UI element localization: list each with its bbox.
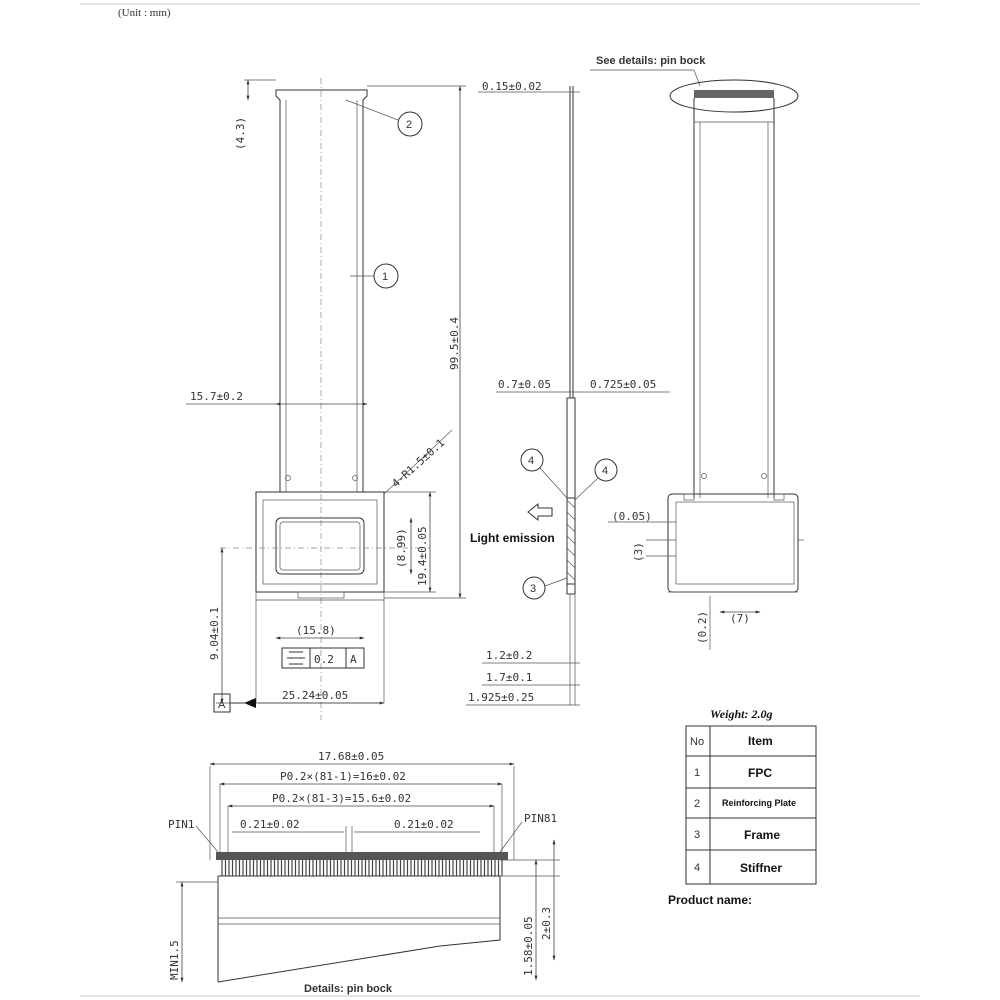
- table-row-no: 1: [694, 767, 700, 779]
- dim-side-left: 0.7±0.05: [498, 378, 551, 391]
- side-view: 0.15±0.02 0.7±0.05 0.725±0.05 4 4 3 Ligh…: [466, 80, 670, 706]
- light-emission-label: Light emission: [470, 531, 555, 545]
- dim-frame-w: 25.24±0.05: [282, 689, 348, 702]
- svg-text:1: 1: [382, 271, 388, 283]
- table-row-no: 4: [694, 862, 700, 874]
- dim-back-7: (7): [730, 612, 750, 625]
- dim-pad-right: 0.21±0.02: [394, 818, 454, 831]
- pin81-label: PIN81: [524, 812, 557, 825]
- dim-pitch-inner: P0.2×(81-3)=15.6±0.02: [272, 792, 411, 805]
- balloon-1: [373, 263, 399, 289]
- dim-side-a: 1.2±0.2: [486, 649, 532, 662]
- dim-min: MIN1.5: [168, 940, 181, 980]
- balloon-4a: [520, 448, 544, 472]
- table-row-item: FPC: [748, 766, 772, 780]
- dim-side-c: 1.925±0.25: [468, 691, 534, 704]
- table-header-no: No: [690, 736, 704, 748]
- dim-side-right: 0.725±0.05: [590, 378, 656, 391]
- unit-label: (Unit : mm): [118, 7, 171, 19]
- flatness-value: 0.2: [314, 653, 334, 666]
- dim-window-w: (15.8): [296, 624, 336, 637]
- product-name-label: Product name:: [668, 893, 752, 907]
- balloon-2: [397, 111, 423, 137]
- svg-text:3: 3: [530, 583, 536, 595]
- table-header-item: Item: [748, 734, 773, 748]
- dim-length: 99.5±0.4: [448, 317, 461, 370]
- svg-text:4: 4: [602, 465, 608, 477]
- weight-label: Weight: 2.0g: [710, 707, 772, 721]
- see-details-label: See details: pin bock: [596, 55, 706, 67]
- dim-window-h: (8.99): [395, 528, 408, 568]
- dim-offset: 9.04±0.1: [208, 607, 221, 660]
- back-view: See details: pin bock (0.05) (3) (0.2) (…: [590, 55, 804, 650]
- table-row-no: 2: [694, 798, 700, 810]
- datum-label: A: [218, 699, 226, 711]
- front-view: (4.3) 99.5±0.4 15.7±0.2 4-R1.5±0.1 (8.99…: [186, 78, 466, 720]
- table-row-no: 3: [694, 829, 700, 841]
- pin-detail-circle: [669, 79, 799, 113]
- pin-row-top: [216, 852, 508, 860]
- pin1-label: PIN1: [168, 818, 195, 831]
- parts-table: No Item 1 FPC 2 Reinforcing Plate 3 Fram…: [685, 725, 817, 885]
- dim-fpc-width: 15.7±0.2: [190, 390, 243, 403]
- dim-back-02: (0.2): [696, 611, 709, 644]
- dim-back-3: (3): [632, 542, 645, 562]
- pin-block-back: [694, 90, 774, 98]
- dim-fpc-thickness: 0.15±0.02: [482, 80, 542, 93]
- table-row-item: Stiffner: [740, 861, 782, 875]
- svg-text:4: 4: [528, 455, 534, 467]
- dim-pitch-total: P0.2×(81-1)=16±0.02: [280, 770, 406, 783]
- pin-detail: 17.68±0.05 P0.2×(81-1)=16±0.02 P0.2×(81-…: [168, 750, 560, 995]
- table-row-item: Reinforcing Plate: [722, 798, 796, 808]
- svg-text:2: 2: [406, 119, 412, 131]
- balloon-3: [522, 576, 546, 600]
- dim-frame-h: 19.4±0.05: [416, 526, 429, 586]
- dim-top-offset: (4.3): [234, 117, 247, 150]
- dim-pin-total: 17.68±0.05: [318, 750, 384, 763]
- light-arrow-icon: [527, 502, 553, 522]
- pin-comb: [221, 860, 503, 876]
- dim-back-005: (0.05): [612, 510, 652, 523]
- flatness-datum: A: [350, 653, 357, 666]
- dim-h1: 1.58±0.05: [522, 916, 535, 976]
- dim-radius: 4-R1.5±0.1: [389, 436, 447, 490]
- balloon-4b: [594, 458, 618, 482]
- dim-pad-left: 0.21±0.02: [240, 818, 300, 831]
- dim-h2: 2±0.3: [540, 907, 553, 940]
- flatness-callout: 0.2 A: [281, 647, 365, 669]
- table-row-item: Frame: [744, 828, 780, 842]
- pin-detail-caption: Details: pin bock: [304, 983, 393, 995]
- dim-side-b: 1.7±0.1: [486, 671, 532, 684]
